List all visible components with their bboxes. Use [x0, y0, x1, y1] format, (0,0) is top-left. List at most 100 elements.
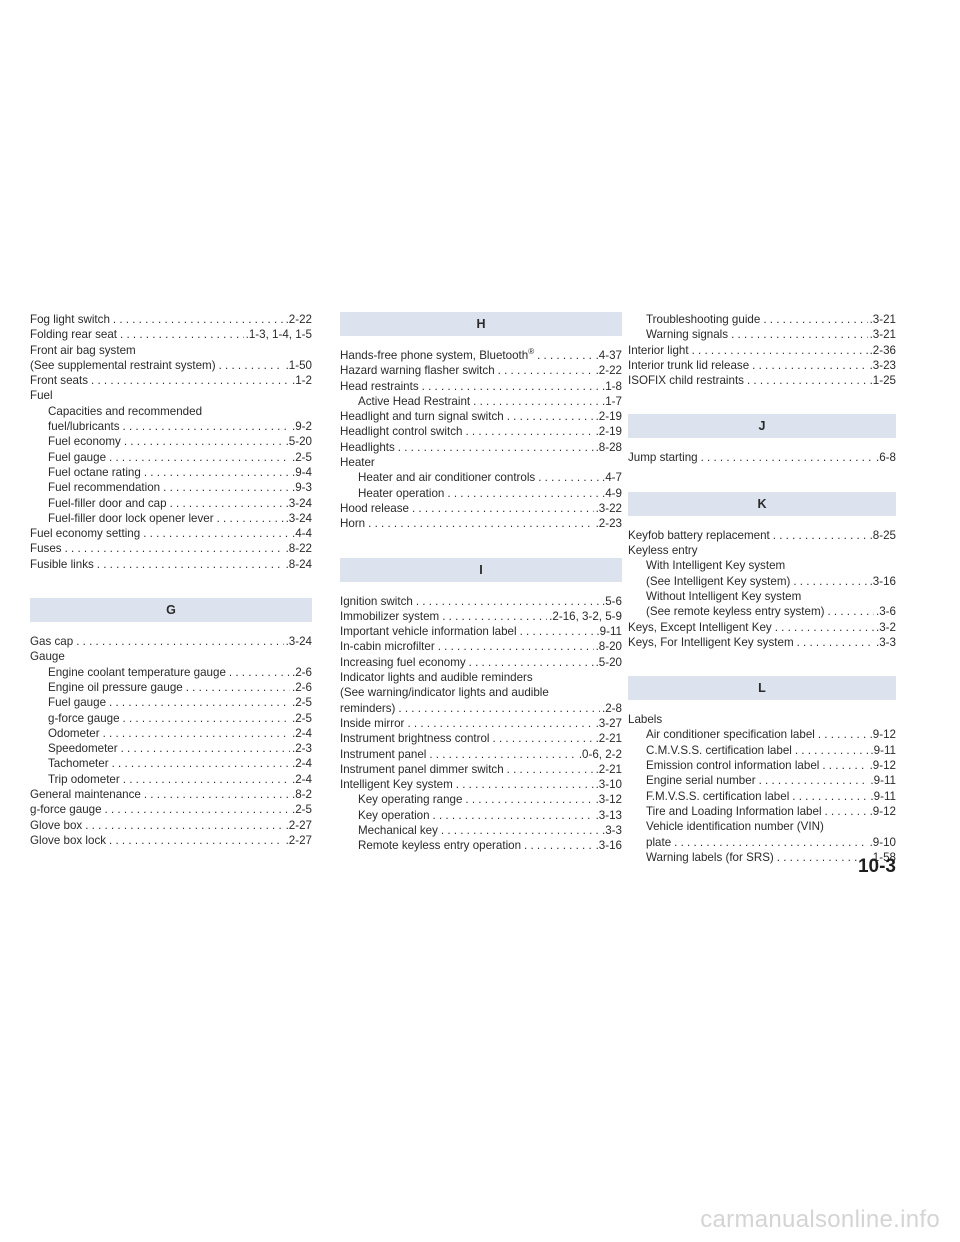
index-subheading: Capacities and recommended — [30, 404, 312, 419]
entry-label: Keys, For Intelligent Key system — [628, 635, 794, 649]
page-reference: .2-4 — [292, 726, 312, 740]
entry-text: Immobilizer system — [340, 609, 439, 624]
page-reference: .9-12 — [869, 728, 896, 742]
dot-leader — [797, 635, 874, 650]
entry-label: Key operation — [358, 808, 430, 822]
dot-leader — [170, 496, 284, 511]
index-entry: Head restraints.1-8 — [340, 379, 622, 394]
index-subentry: Fuel gauge.2-5 — [30, 695, 312, 710]
page-reference: .9-12 — [869, 804, 896, 818]
entry-text: Intelligent Key system — [340, 777, 453, 792]
entry-text: Front seats — [30, 373, 88, 388]
page-reference: .6-8 — [876, 451, 896, 465]
page-reference: .8-24 — [285, 557, 312, 571]
index-entry: Fog light switch.2-22 — [30, 312, 312, 327]
page-reference: .3-13 — [595, 808, 622, 822]
entry-label: Troubleshooting guide — [646, 313, 761, 326]
index-subentry: Active Head Restraint.1-7 — [340, 394, 622, 409]
entry-text: Fuses — [30, 541, 62, 556]
page-reference: .3-24 — [285, 496, 312, 510]
entry-label: Engine coolant temperature gauge — [48, 665, 226, 679]
dot-leader — [692, 343, 868, 358]
entry-text: Headlight control switch — [340, 424, 462, 439]
index-heading: Indicator lights and audible reminders — [340, 670, 622, 685]
dot-leader — [105, 802, 290, 817]
page-reference: .8-28 — [595, 440, 622, 454]
page-reference: .3-27 — [595, 716, 622, 730]
dot-leader — [674, 835, 867, 850]
page-reference: .2-4 — [292, 757, 312, 771]
entry-text: Keyless entry — [628, 543, 698, 558]
index-entry: Gas cap.3-24 — [30, 634, 312, 649]
index-heading: Fuel — [30, 388, 312, 403]
entry-label: Odometer — [48, 726, 100, 740]
page-reference: .4-37 — [595, 349, 622, 362]
entry-label: Keys, Except Intelligent Key — [628, 620, 772, 634]
page-reference: .2-6 — [292, 665, 312, 679]
dot-leader — [407, 716, 593, 731]
dot-leader — [498, 363, 594, 378]
dot-leader — [120, 327, 244, 342]
entry-label: C.M.V.S.S. certification label — [646, 743, 792, 757]
page-reference: .8-20 — [595, 640, 622, 654]
dot-leader — [731, 327, 868, 342]
page-reference: .2-3 — [292, 742, 312, 756]
entry-label: Headlight control switch — [340, 425, 463, 439]
entry-text: g-force gauge — [30, 802, 102, 817]
index-heading: Front air bag system — [30, 343, 312, 358]
entry-text: Speedometer — [48, 741, 118, 756]
page-reference: .5-6 — [602, 594, 622, 608]
entry-text: Fusible links — [30, 557, 94, 572]
page-reference: .2-21 — [595, 732, 622, 746]
dot-leader — [793, 574, 867, 589]
page-reference: .2-5 — [292, 711, 312, 725]
index-entry: Increasing fuel economy.5-20 — [340, 655, 622, 670]
entry-label: F.M.V.S.S. certification label — [646, 789, 790, 803]
entry-label: Engine oil pressure gauge — [48, 680, 183, 694]
index-entry: Important vehicle information label.9-11 — [340, 624, 622, 639]
entry-text: Keys, Except Intelligent Key — [628, 620, 772, 635]
index-subentry: Engine serial number.9-11 — [628, 773, 896, 788]
dot-leader — [219, 358, 284, 373]
dot-leader — [97, 557, 284, 572]
entry-label: (See Intelligent Key system) — [646, 574, 791, 588]
page-reference: .2-36 — [869, 343, 896, 357]
dot-leader — [795, 743, 869, 758]
entry-label: Important vehicle information label — [340, 625, 517, 639]
dot-leader — [429, 747, 576, 762]
entry-text: C.M.V.S.S. certification label — [646, 743, 792, 758]
entry-text: Remote keyless entry operation — [358, 838, 521, 853]
dot-leader — [109, 695, 290, 710]
entry-text: Instrument panel dimmer switch — [340, 762, 504, 777]
index-subentry: Warning labels (for SRS).1-58 — [628, 850, 896, 865]
page-reference: .5-20 — [285, 435, 312, 449]
dot-leader — [113, 312, 284, 327]
dot-leader — [524, 838, 594, 853]
entry-label: Fusible links — [30, 557, 94, 571]
index-subentry: Emission control information label.9-12 — [628, 758, 896, 773]
entry-text: Fuel economy — [48, 434, 121, 449]
watermark: carmanualsonline.info — [700, 1206, 940, 1233]
entry-text: Ignition switch — [340, 594, 413, 609]
entry-text: Indicator lights and audible reminders — [340, 670, 533, 685]
index-entry: Keyfob battery replacement.8-25 — [628, 528, 896, 543]
index-entry: Immobilizer system.2-16, 3-2, 5-9 — [340, 609, 622, 624]
dot-leader — [121, 741, 290, 756]
index-subentry: Key operating range.3-12 — [340, 792, 622, 807]
index-subentry: Heater and air conditioner controls.4-7 — [340, 470, 622, 485]
dot-leader — [112, 756, 290, 771]
entry-label: Interior light — [628, 343, 689, 357]
entry-label: Gauge — [30, 650, 65, 664]
entry-label: Front seats — [30, 374, 88, 388]
entry-label: In-cabin microfilter — [340, 640, 435, 654]
entry-text: Interior light — [628, 343, 689, 358]
index-subentry: g-force gauge.2-5 — [30, 711, 312, 726]
dot-leader — [163, 480, 290, 495]
page-reference: .1-3, 1-4, 1-5 — [245, 328, 312, 342]
page-number: 10-3 — [857, 856, 896, 877]
entry-label: Head restraints — [340, 379, 419, 393]
index-entry: Instrument panel dimmer switch.2-21 — [340, 762, 622, 777]
dot-leader — [412, 501, 594, 516]
section-header-g: G — [30, 598, 312, 623]
